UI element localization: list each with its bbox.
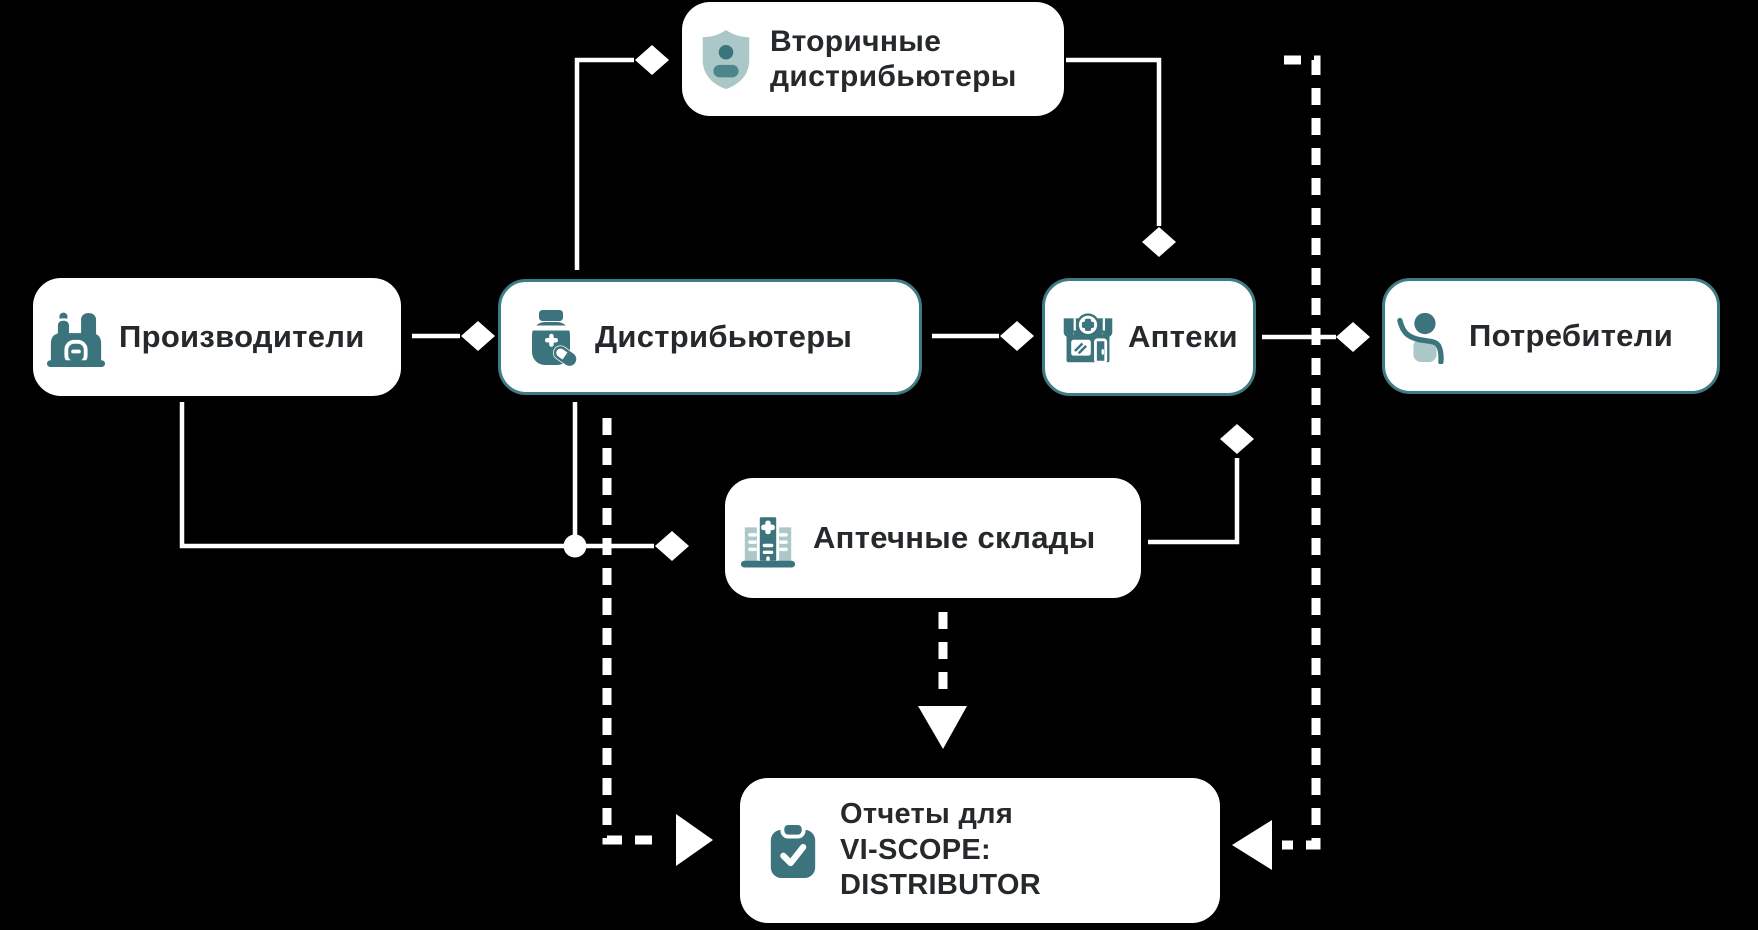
node-distributors: Дистрибьютеры [498, 279, 922, 395]
triangle-arrow-left-icon [1232, 820, 1272, 870]
node-reports-vi-scope-distributor: Отчеты для VI-SCOPE: DISTRIBUTOR [740, 778, 1220, 923]
diamond-arrow-pharmacies-left [1000, 321, 1034, 351]
clipboard-check-icon [770, 820, 816, 878]
node-label: Аптечные склады [813, 520, 1096, 555]
reports-line-3: DISTRIBUTOR [840, 869, 1041, 902]
dashed-line-distributors-to-reports [602, 418, 660, 845]
diamond-arrow-pharmacies-top [1142, 227, 1176, 257]
diamond-arrow-distributors [461, 321, 495, 351]
diamond-arrow-warehouses [655, 531, 689, 561]
junction-dot [563, 534, 587, 558]
dashed-line-right-to-reports [1282, 55, 1321, 850]
triangle-arrow-down-icon [918, 706, 967, 749]
pharmacy-building-icon [740, 514, 796, 568]
triangle-arrow-right-icon [676, 814, 713, 866]
node-label: Производители [119, 319, 365, 354]
node-label: Дистрибьютеры [595, 319, 853, 354]
diamond-arrow-pharmacies-bottom [1220, 424, 1254, 454]
medicine-jar-icon [530, 310, 578, 366]
node-label: Аптеки [1128, 319, 1238, 354]
node-consumers: Потребители [1382, 278, 1720, 394]
pharmacy-store-icon [1063, 313, 1113, 364]
line-secondary-to-pharmacies [1066, 57, 1162, 226]
person-raising-hand-icon [1397, 312, 1444, 364]
solid-connectors [179, 45, 1370, 561]
node-manufacturers: Производители [33, 278, 401, 396]
node-label: Вторичные дистрибьютеры [770, 24, 1017, 93]
line-warehouses-to-pharmacies [1148, 458, 1240, 545]
reports-line-2: VI-SCOPE: [840, 833, 991, 866]
line-distributors-to-secondary [574, 57, 634, 270]
node-label: Отчеты для VI-SCOPE: DISTRIBUTOR [840, 797, 1041, 903]
diamond-arrow-consumers [1336, 322, 1370, 352]
dashed-connectors [602, 55, 1321, 870]
node-secondary-distributors: Вторичные дистрибьютеры [682, 2, 1064, 116]
node-pharmacy-warehouses: Аптечные склады [725, 478, 1141, 598]
node-label: Потребители [1469, 318, 1674, 353]
shield-person-icon [702, 29, 750, 90]
reports-line-1: Отчеты для [840, 798, 1014, 831]
node-pharmacies: Аптеки [1042, 278, 1256, 396]
line-manufacturers-to-warehouses [179, 402, 654, 549]
diamond-arrow-secondary [635, 45, 669, 75]
factory-icon [47, 310, 105, 367]
